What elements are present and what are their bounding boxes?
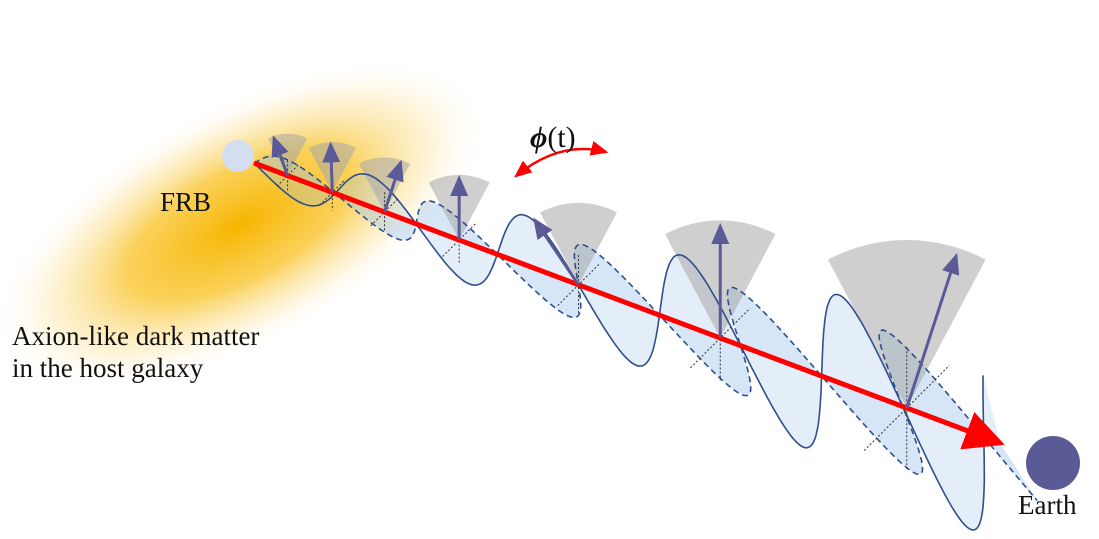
dark-matter-label: Axion-like dark matter in the host galax… bbox=[12, 320, 259, 385]
axis-cross-3 bbox=[370, 192, 399, 232]
wave-fill-solid bbox=[254, 163, 1000, 530]
dark-matter-label-line2: in the host galaxy bbox=[12, 353, 204, 384]
dark-matter-label-line1: Axion-like dark matter bbox=[12, 321, 260, 351]
polarization-vector-2 bbox=[322, 141, 341, 193]
rotation-fan-5 bbox=[540, 202, 617, 285]
earth-icon bbox=[1026, 436, 1080, 490]
polarization-vector-5 bbox=[533, 217, 580, 286]
phase-symbol: ϕ bbox=[530, 121, 548, 154]
dark-matter-halo bbox=[0, 57, 490, 393]
wave-fills bbox=[254, 156, 1038, 530]
phase-argument: (t) bbox=[547, 121, 576, 154]
polarization-vector-1 bbox=[271, 135, 289, 177]
phase-label: ϕ(t) bbox=[530, 120, 576, 156]
propagation-beam bbox=[253, 160, 1005, 450]
polarization-vector-7 bbox=[905, 252, 960, 409]
wave-line-dashed bbox=[253, 155, 1038, 502]
frb-label: FRB bbox=[160, 187, 212, 217]
rotation-arrow-icon bbox=[514, 140, 609, 178]
polarization-vectors bbox=[271, 135, 960, 409]
earth-label: Earth bbox=[1018, 490, 1077, 520]
wave-lines bbox=[253, 155, 1038, 531]
frb-source-icon bbox=[222, 140, 254, 172]
wave-line-solid bbox=[253, 162, 986, 531]
axis-cross-1 bbox=[276, 160, 299, 191]
polarization-vector-3 bbox=[383, 159, 404, 213]
